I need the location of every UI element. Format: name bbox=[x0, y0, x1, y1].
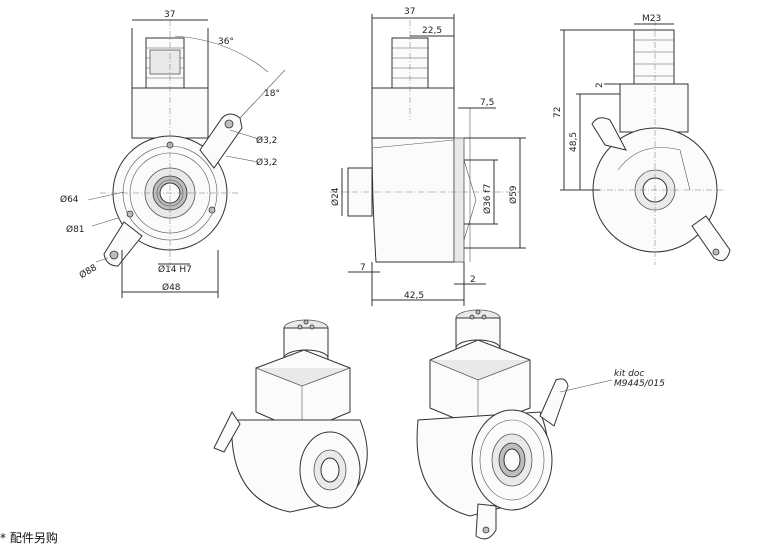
front-dim-width-top: 37 bbox=[164, 10, 175, 20]
rear-view: M23 2 72 48,5 bbox=[553, 14, 731, 265]
front-dim-dia-81: Ø81 bbox=[66, 224, 85, 235]
front-dim-angle-36: 36° bbox=[218, 37, 234, 47]
rear-dim-2: 2 bbox=[595, 82, 605, 88]
kit-leader-line bbox=[559, 379, 613, 393]
front-dim-dia-48: Ø48 bbox=[162, 282, 181, 293]
side-dim-2: 2 bbox=[470, 275, 476, 285]
kit-label-line2: M9445/015 bbox=[614, 379, 665, 389]
side-dim-length: 42,5 bbox=[404, 291, 424, 301]
rear-tether-arm-upper bbox=[591, 117, 627, 151]
footnote: * 配件另购 bbox=[0, 531, 58, 545]
front-dim-hole-a: Ø3,2 bbox=[256, 135, 277, 146]
side-dim-width-top: 37 bbox=[404, 7, 415, 17]
iso-right-tether-lower bbox=[475, 503, 497, 540]
side-housing bbox=[371, 87, 455, 139]
side-dim-dia-36: Ø36 f7 bbox=[482, 184, 493, 214]
side-flange bbox=[453, 137, 465, 263]
front-view: 37 36° 18° Ø3,2 Ø3,2 Ø64 Ø81 Ø88 Ø14 H7 … bbox=[60, 10, 286, 298]
iso-left-tether bbox=[213, 411, 241, 453]
side-view: 37 22,5 7,5 Ø24 Ø36 f7 Ø59 7 2 42,5 bbox=[330, 7, 526, 306]
rear-housing bbox=[619, 83, 689, 133]
rear-dim-height-485: 48,5 bbox=[569, 132, 579, 152]
side-dim-offset: 22,5 bbox=[422, 26, 442, 36]
front-dim-hole-b: Ø3,2 bbox=[256, 157, 277, 168]
front-connector bbox=[145, 37, 185, 89]
front-tether-arm-upper bbox=[199, 113, 243, 169]
front-dim-dia-88: Ø88 bbox=[77, 262, 99, 281]
front-dim-dia-64: Ø64 bbox=[60, 194, 79, 205]
iso-right-tether-upper bbox=[539, 378, 569, 427]
front-dim-bore: Ø14 H7 bbox=[158, 264, 192, 275]
side-dim-gap: 7,5 bbox=[480, 98, 494, 108]
rear-tether-arm-lower bbox=[691, 215, 731, 262]
front-tether-arm-lower bbox=[103, 221, 143, 267]
side-dim-dia-59: Ø59 bbox=[508, 185, 519, 204]
side-body bbox=[371, 137, 455, 263]
rear-dim-height-72: 72 bbox=[553, 107, 563, 118]
iso-view-left bbox=[213, 319, 368, 513]
iso-view-right: kit doc M9445/015 bbox=[416, 309, 665, 540]
rear-connector bbox=[633, 29, 675, 85]
kit-label-line1: kit doc bbox=[614, 369, 644, 379]
side-dim-7: 7 bbox=[360, 263, 366, 273]
front-dim-angle-18: 18° bbox=[264, 89, 280, 99]
side-dim-dia-24: Ø24 bbox=[330, 187, 341, 206]
rear-dim-thread: M23 bbox=[642, 14, 661, 24]
